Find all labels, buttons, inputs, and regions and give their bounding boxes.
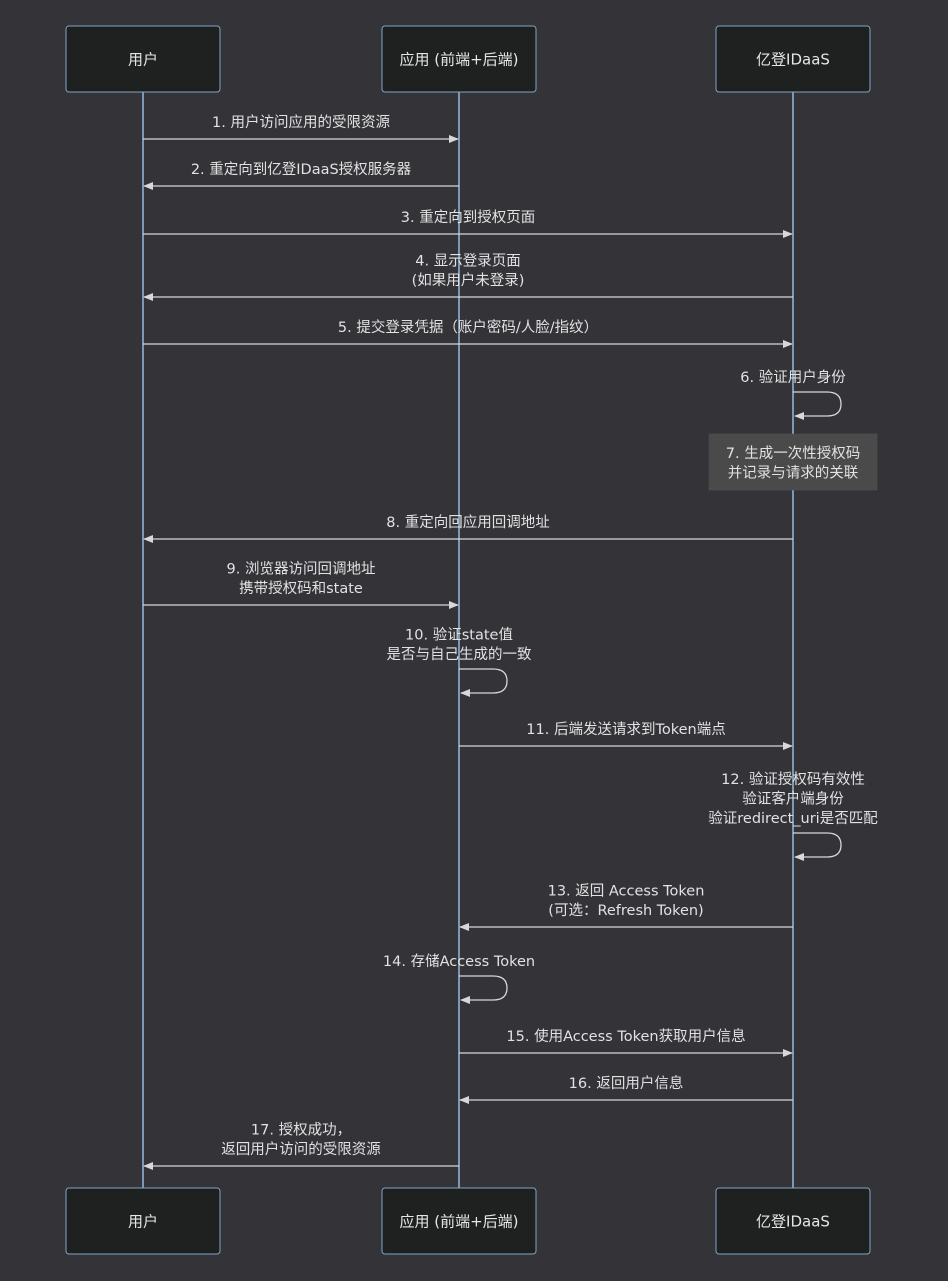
message-16: 16. 返回用户信息 — [459, 1075, 793, 1104]
message-11: 11. 后端发送请求到Token端点 — [459, 721, 793, 750]
message-label: 5. 提交登录凭据（账户密码/人脸/指纹） — [338, 318, 598, 336]
actor-app-bottom: 应用 (前端+后端) — [381, 1187, 537, 1255]
actor-label: 应用 (前端+后端) — [399, 1213, 518, 1231]
message-13: 13. 返回 Access Token (可选：Refresh Token) — [459, 883, 793, 931]
note-text: 并记录与请求的关联 — [728, 465, 859, 482]
actor-label: 亿登IDaaS — [756, 51, 830, 69]
actor-box — [381, 1187, 537, 1255]
actor-label: 用户 — [128, 51, 158, 69]
actor-label: 应用 (前端+后端) — [399, 51, 518, 69]
message-label: 返回用户访问的受限资源 — [221, 1141, 381, 1158]
message-2: 2. 重定向到亿登IDaaS授权服务器 — [143, 161, 459, 190]
message-label: (如果用户未登录) — [412, 272, 525, 289]
message-label: 6. 验证用户身份 — [740, 369, 846, 386]
message-label: 8. 重定向回应用回调地址 — [386, 513, 549, 531]
note-text: 7. 生成一次性授权码 — [726, 445, 860, 462]
note-box — [708, 433, 878, 491]
actor-user-bottom: 用户 — [65, 1187, 221, 1255]
self-arrow — [793, 832, 842, 861]
message-14: 14. 存储Access Token — [383, 953, 535, 1004]
message-label: 12. 验证授权码有效性 — [721, 771, 865, 788]
message-label: 2. 重定向到亿登IDaaS授权服务器 — [191, 161, 412, 178]
message-label: 16. 返回用户信息 — [569, 1075, 684, 1092]
actor-box — [65, 1187, 221, 1255]
actor-idaas-top: 亿登IDaaS — [715, 25, 871, 93]
actor-box — [65, 25, 221, 93]
message-label: 验证客户端身份 — [742, 791, 844, 808]
message-4: 4. 显示登录页面 (如果用户未登录) — [143, 253, 793, 301]
actor-box — [715, 1187, 871, 1255]
actor-idaas-bottom: 亿登IDaaS — [715, 1187, 871, 1255]
actor-user-top: 用户 — [65, 25, 221, 93]
actor-label: 用户 — [128, 1213, 158, 1231]
message-3: 3. 重定向到授权页面 — [143, 209, 793, 238]
message-label: 4. 显示登录页面 — [415, 253, 520, 270]
message-label: 是否与自己生成的一致 — [387, 646, 532, 663]
message-label: (可选：Refresh Token) — [548, 902, 703, 919]
messages: 1. 用户访问应用的受限资源 2. 重定向到亿登IDaaS授权服务器 3. 重定向到… — [143, 113, 878, 1170]
message-label: 3. 重定向到授权页面 — [401, 209, 535, 226]
message-label: 11. 后端发送请求到Token端点 — [526, 721, 725, 738]
message-label: 15. 使用Access Token获取用户信息 — [506, 1028, 745, 1045]
lifelines — [142, 92, 794, 1188]
message-label: 10. 验证state值 — [405, 627, 513, 644]
message-label: 1. 用户访问应用的受限资源 — [212, 113, 390, 131]
actor-label: 亿登IDaaS — [756, 1213, 830, 1231]
message-15: 15. 使用Access Token获取用户信息 — [459, 1028, 793, 1057]
message-label: 携带授权码和state — [239, 580, 363, 597]
self-arrow — [459, 975, 508, 1004]
message-label: 9. 浏览器访问回调地址 — [227, 561, 376, 578]
message-1: 1. 用户访问应用的受限资源 — [143, 113, 459, 143]
message-label: 13. 返回 Access Token — [548, 883, 705, 900]
message-label: 14. 存储Access Token — [383, 953, 535, 970]
message-label: 17. 授权成功， — [251, 1122, 351, 1139]
message-5: 5. 提交登录凭据（账户密码/人脸/指纹） — [143, 318, 793, 348]
actor-box — [381, 25, 537, 93]
message-17: 17. 授权成功， 返回用户访问的受限资源 — [143, 1122, 459, 1170]
self-arrow — [459, 668, 508, 697]
message-6: 6. 验证用户身份 — [740, 369, 846, 420]
message-label: 验证redirect_uri是否匹配 — [708, 810, 878, 827]
message-8: 8. 重定向回应用回调地址 — [143, 513, 793, 543]
actor-box — [715, 25, 871, 93]
self-arrow — [793, 391, 842, 420]
actor-app-top: 应用 (前端+后端) — [381, 25, 537, 93]
